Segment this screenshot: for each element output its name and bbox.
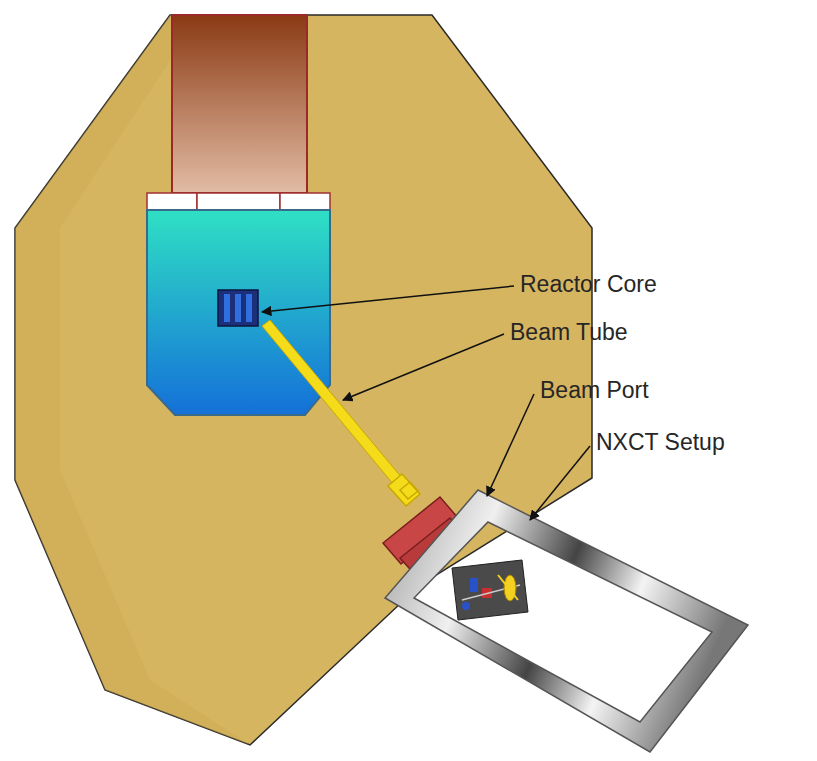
fuel-element [235,294,241,322]
part-label: NXCT Setup [596,430,725,455]
shield-block [280,193,330,210]
reactor-shield [15,15,592,745]
nxct-setup [452,560,528,620]
leader-line [487,394,534,496]
reactor-core [218,290,258,326]
shield-block [197,193,280,210]
part-label: Beam Port [540,378,649,403]
beam-tube-end [388,474,420,506]
experiment-hutch [385,490,748,752]
leader-line [530,446,590,520]
fuel-element [246,294,252,322]
beam-tube-collar [400,482,418,499]
thermal-column [172,15,307,193]
beam-tube [262,320,402,485]
leader-line [262,286,514,312]
leader-line [343,334,504,400]
fuel-element [224,294,230,322]
part-label: Beam Tube [510,320,628,345]
shield-block [147,193,197,210]
part-label: Reactor Core [520,272,657,297]
reactor-pool [147,210,330,415]
